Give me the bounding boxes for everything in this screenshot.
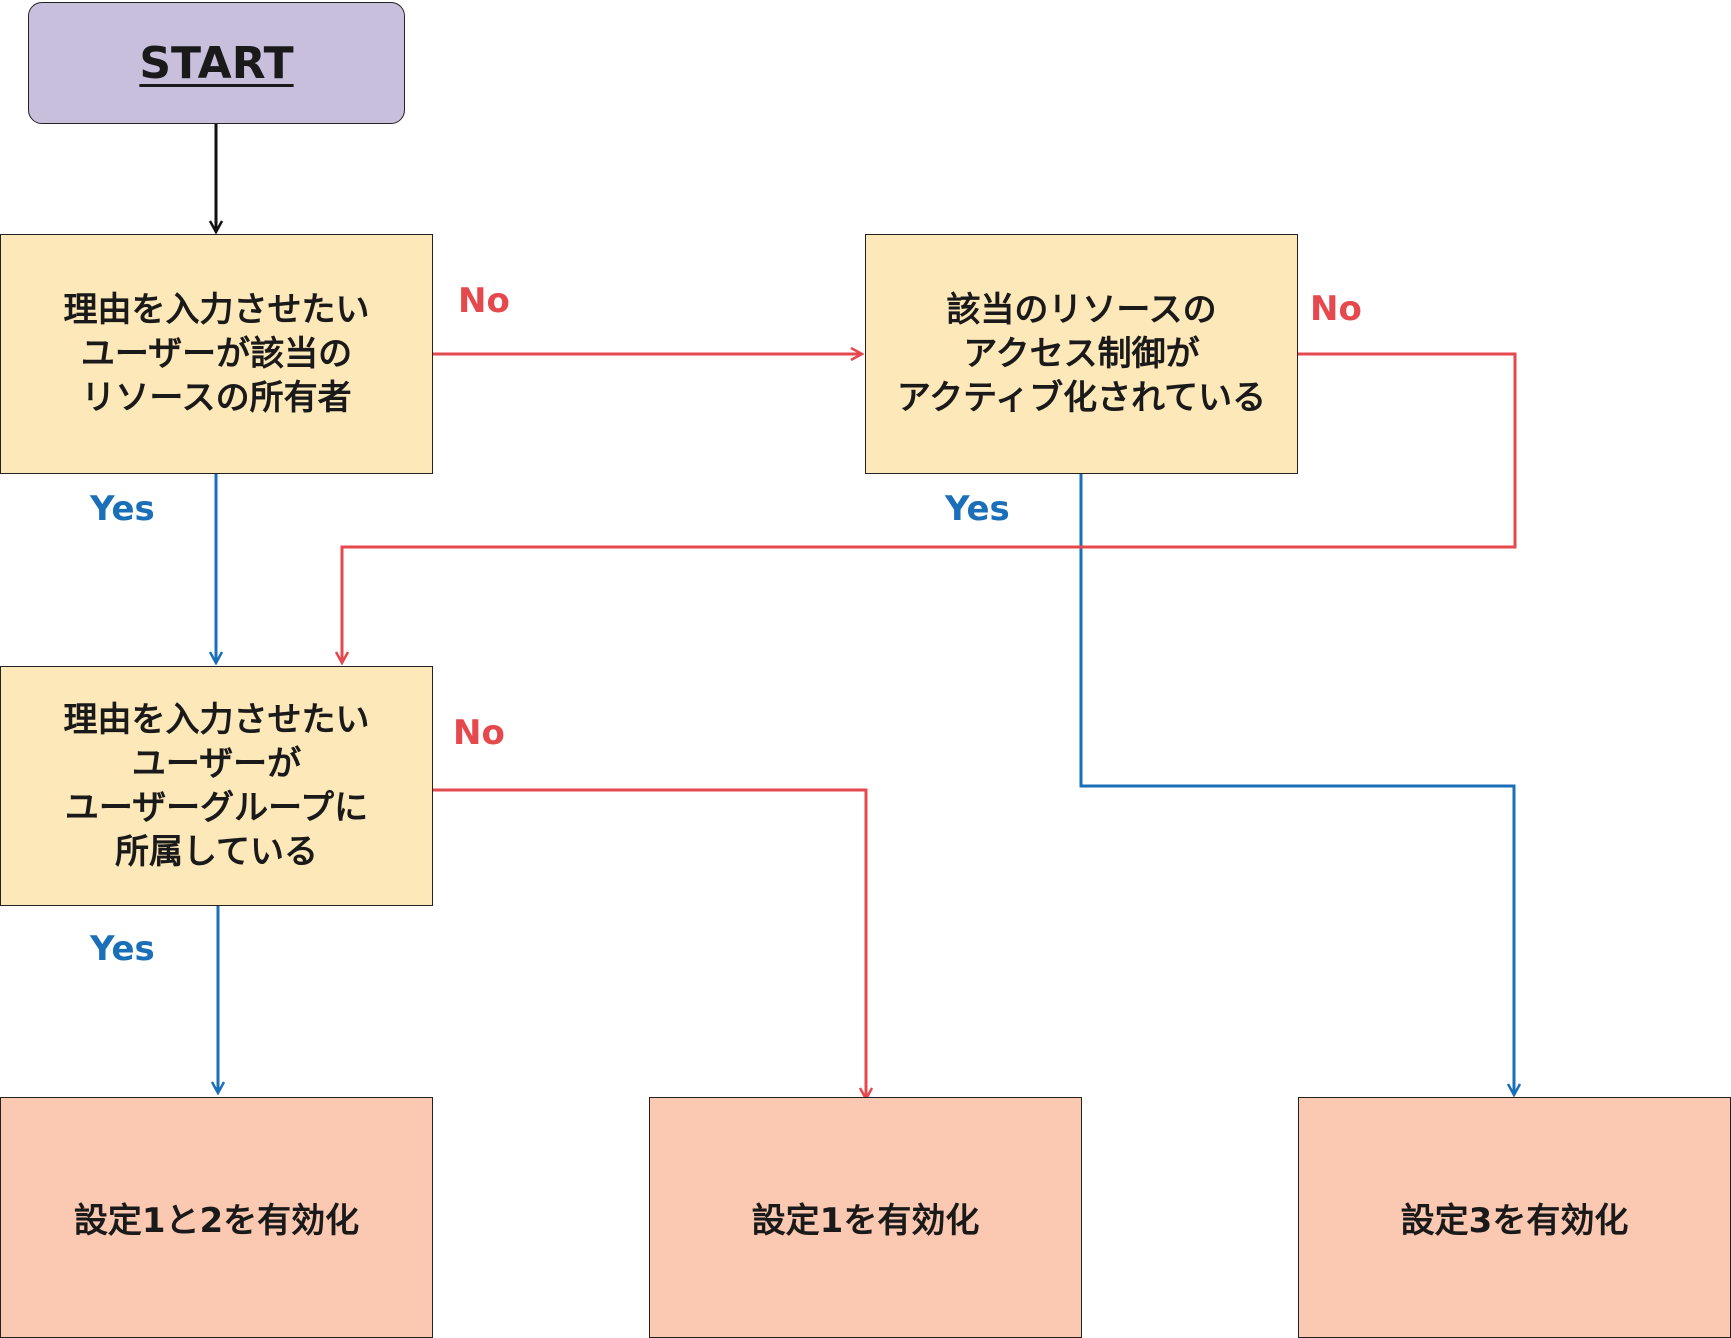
decision-access-control-active: 該当のリソースの アクセス制御が アクティブ化されている bbox=[865, 234, 1298, 474]
q3-no-label: No bbox=[453, 713, 505, 753]
q2-yes-label: Yes bbox=[945, 489, 1010, 529]
result-enable-settings-1-2-text: 設定1と2を有効化 bbox=[73, 1201, 360, 1241]
q2-no-connector bbox=[342, 352, 1517, 663]
decision-resource-owner: 理由を入力させたい ユーザーが該当の リソースの所有者 bbox=[0, 234, 433, 474]
decision-access-control-active-text: 該当のリソースの アクセス制御が アクティブ化されている bbox=[896, 289, 1267, 419]
start-label: START bbox=[139, 37, 294, 89]
result-enable-setting-3: 設定3を有効化 bbox=[1298, 1097, 1731, 1338]
q3-no-connector bbox=[432, 788, 866, 1099]
q3-yes-label: Yes bbox=[90, 929, 155, 969]
q2-yes-connector bbox=[1079, 474, 1514, 1095]
q1-yes-label: Yes bbox=[90, 489, 155, 529]
result-enable-setting-1-text: 設定1を有効化 bbox=[751, 1201, 980, 1241]
decision-resource-owner-text: 理由を入力させたい ユーザーが該当の リソースの所有者 bbox=[63, 289, 370, 419]
result-enable-settings-1-2: 設定1と2を有効化 bbox=[0, 1097, 433, 1338]
decision-user-group-member-text: 理由を入力させたい ユーザーが ユーザーグループに 所属している bbox=[63, 699, 370, 873]
start-node: START bbox=[28, 2, 405, 124]
decision-user-group-member: 理由を入力させたい ユーザーが ユーザーグループに 所属している bbox=[0, 666, 433, 906]
result-enable-setting-1: 設定1を有効化 bbox=[649, 1097, 1082, 1338]
q2-no-label: No bbox=[1310, 289, 1362, 329]
result-enable-setting-3-text: 設定3を有効化 bbox=[1400, 1201, 1629, 1241]
q1-no-label: No bbox=[458, 281, 510, 321]
